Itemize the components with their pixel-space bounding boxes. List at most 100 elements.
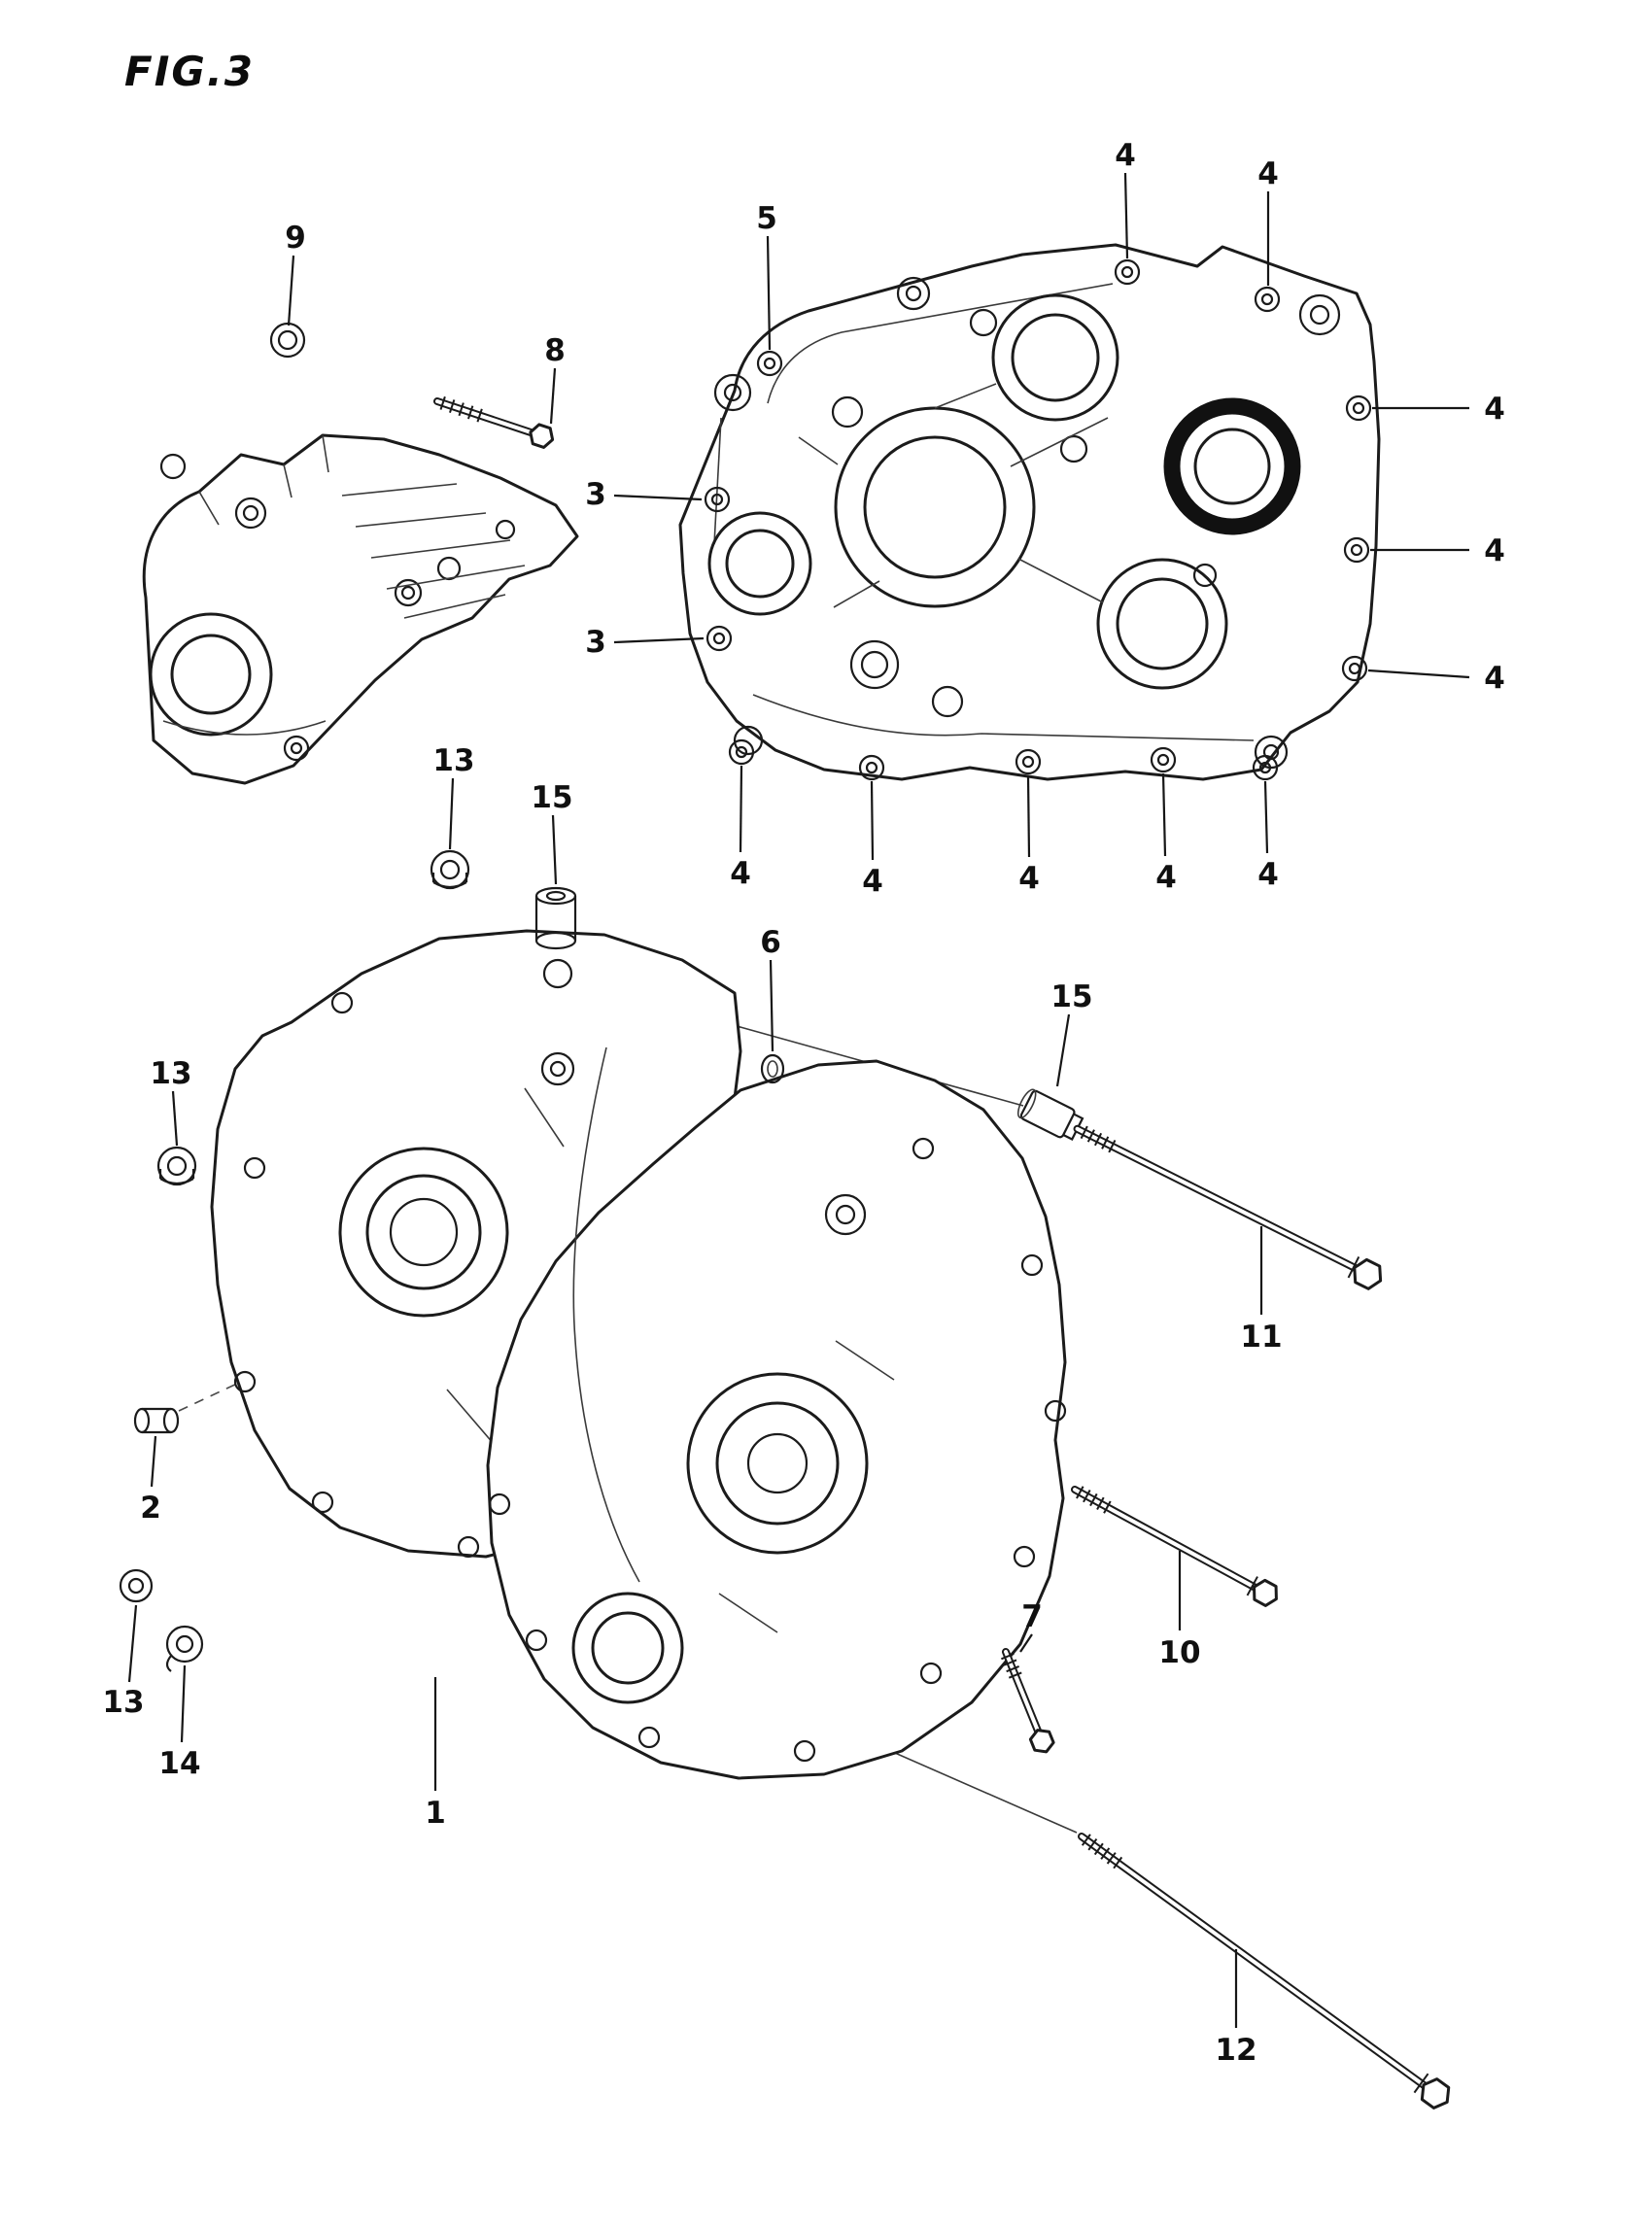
leader-line [448, 777, 455, 850]
callout-7-24: 7 [1019, 1599, 1043, 1653]
part-number-label: 4 [1155, 860, 1177, 895]
leader-line [551, 814, 558, 885]
callout-3-8: 3 [585, 477, 703, 512]
callout-2-20: 2 [140, 1435, 161, 1526]
dowel-pin-2 [133, 1407, 180, 1434]
leader-line [1263, 780, 1269, 854]
callout-13-15: 13 [432, 743, 475, 850]
callout-15-16: 15 [531, 780, 573, 885]
part-number-label: 13 [150, 1056, 191, 1091]
part-number-label: 4 [1484, 661, 1505, 696]
part-number-label: 13 [432, 743, 474, 778]
callout-8-1: 8 [544, 333, 566, 425]
part-number-label: 11 [1240, 1320, 1282, 1355]
bearing-seal-ring [1163, 397, 1301, 535]
callout-4-4: 4 [1257, 156, 1279, 286]
callout-4-14: 4 [1257, 780, 1279, 892]
part-number-label: 2 [140, 1491, 161, 1526]
part-number-label: 3 [585, 477, 606, 512]
leader-line [739, 765, 743, 853]
callout-4-5: 4 [1372, 392, 1505, 427]
part-number-label: 4 [1018, 861, 1040, 896]
oring-6 [760, 1053, 785, 1084]
part-number-label: 12 [1215, 2033, 1256, 2068]
part-number-label: 5 [756, 201, 777, 236]
leader-line [613, 494, 703, 501]
crankcase-right-half [678, 243, 1381, 781]
part-number-label: 15 [531, 780, 572, 815]
leader-line [549, 367, 557, 425]
leader-line [1161, 772, 1167, 857]
bolt-12-head [1420, 2077, 1451, 2110]
leader-line [1026, 774, 1031, 858]
part-number-label: 15 [1050, 979, 1092, 1014]
callout-9-0: 9 [285, 221, 306, 326]
part-number-label: 7 [1021, 1599, 1043, 1634]
part-number-label: 4 [1115, 138, 1136, 173]
part-number-label: 4 [1257, 156, 1279, 191]
leader-line [613, 636, 705, 644]
bolt-10-head [1253, 1578, 1278, 1607]
callout-4-13: 4 [1155, 772, 1177, 895]
leader-line [287, 255, 295, 326]
callout-6-17: 6 [760, 925, 781, 1052]
leader-line [1019, 1633, 1033, 1653]
part-number-label: 6 [760, 925, 781, 960]
callout-13-19: 13 [150, 1056, 192, 1147]
leader-line [1055, 1013, 1071, 1087]
nut-13-a [430, 849, 470, 890]
washer-13-c [119, 1568, 154, 1603]
callout-12-27: 12 [1215, 1949, 1257, 2068]
leader-line [769, 959, 774, 1052]
callout-1-23: 1 [425, 1677, 446, 1831]
figure-title: FIG.3 [124, 48, 255, 95]
callout-4-7: 4 [1367, 661, 1505, 696]
leader-line [171, 1090, 179, 1147]
leader-line [127, 1604, 138, 1683]
leader-line [766, 235, 772, 351]
bolt-holes-right-case [704, 258, 1372, 781]
crankcase-cover [142, 433, 579, 785]
spacer-15-a [534, 886, 577, 950]
part-number-label: 9 [285, 221, 306, 256]
part-number-label: 10 [1158, 1635, 1200, 1670]
callout-10-26: 10 [1158, 1551, 1201, 1670]
leader-line [870, 780, 875, 861]
bolt-12 [1078, 1833, 1451, 2110]
callouts-layer: 9 8 5 4 4 4 4 4 3 3 4 4 4 4 4 13 15 6 15 13 2 13 14 1 7 11 10 12 [102, 138, 1504, 2068]
leader-line [180, 1664, 187, 1743]
callout-11-25: 11 [1240, 1226, 1283, 1355]
part-number-label: 13 [102, 1685, 144, 1720]
callout-4-6: 4 [1370, 533, 1505, 568]
bolt-10 [1071, 1486, 1278, 1607]
part-number-label: 4 [1484, 533, 1505, 568]
part-number-label: 1 [425, 1796, 446, 1831]
part-number-label: 4 [730, 856, 751, 891]
callout-13-21: 13 [102, 1604, 145, 1720]
bolt-11 [1016, 1088, 1383, 1290]
crankcase-assembly [210, 929, 1067, 1780]
part-number-label: 3 [585, 625, 606, 660]
leader-line [1367, 669, 1470, 679]
bolt-11-head [1353, 1257, 1383, 1290]
bolt-8-head [529, 423, 555, 449]
part-number-label: 4 [862, 864, 883, 899]
part-number-label: 4 [1484, 392, 1505, 427]
bolt-7-head [1028, 1729, 1055, 1754]
callout-4-10: 4 [730, 765, 751, 891]
callout-3-9: 3 [585, 625, 705, 660]
bolt-8 [433, 395, 555, 449]
nut-13-b [156, 1146, 197, 1186]
callout-4-12: 4 [1018, 774, 1040, 896]
bolt-7 [1001, 1648, 1055, 1754]
callout-4-11: 4 [862, 780, 883, 899]
callout-5-2: 5 [756, 201, 777, 351]
part-number-label: 14 [158, 1746, 200, 1781]
callout-15-18: 15 [1050, 979, 1093, 1087]
cap-nut-9 [269, 322, 306, 359]
crankcase-right-half-lower [486, 1046, 1067, 1780]
leader-line [150, 1435, 157, 1488]
callout-4-3: 4 [1115, 138, 1136, 259]
